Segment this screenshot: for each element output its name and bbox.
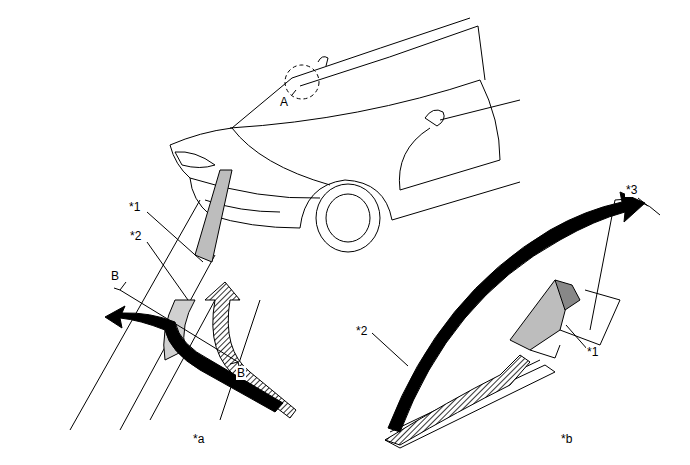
callout-number: *2 [355,324,368,338]
section-letter: B [110,269,120,283]
callout-letter: A [279,95,289,109]
view-label: *a [192,432,205,446]
detail-b [372,192,660,448]
car-outline [170,18,520,252]
view-label: *b [560,432,573,446]
callout-number: *3 [625,183,638,197]
callout-number: *1 [586,345,599,359]
detail-a [70,170,296,430]
leader-line [292,90,296,95]
callout-number: *1 [128,200,141,214]
detail-circle [285,65,319,99]
callout-number: *2 [129,229,142,243]
section-letter: B [236,366,246,380]
